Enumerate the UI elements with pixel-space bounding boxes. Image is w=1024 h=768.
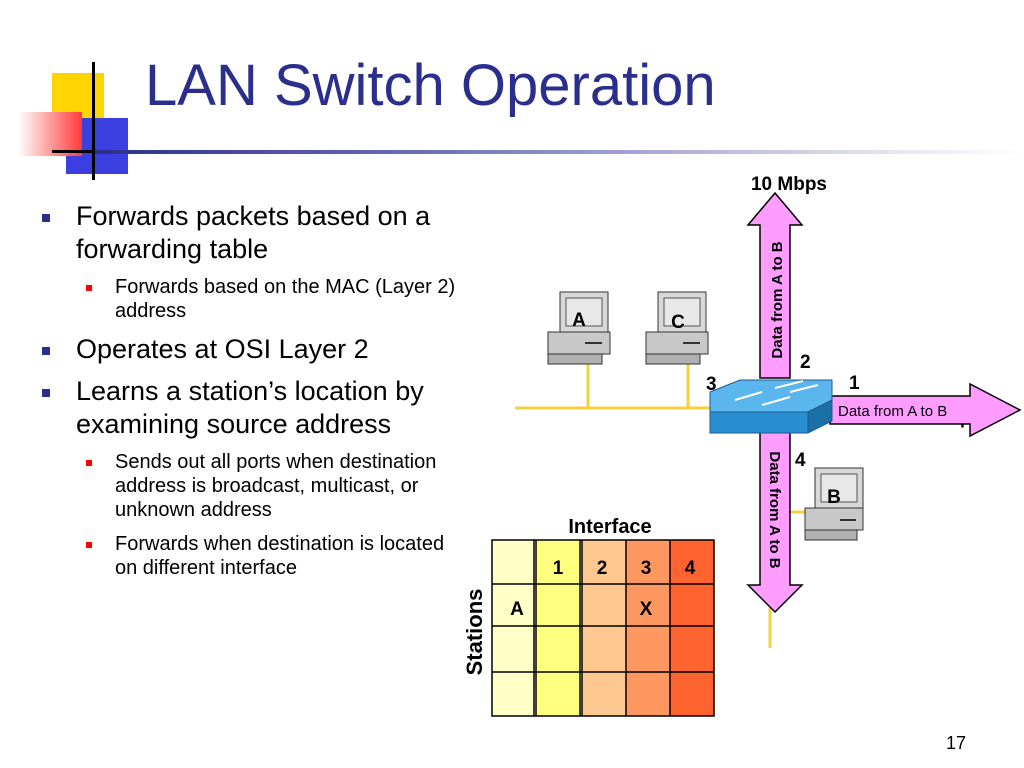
- port-2-label: 2: [800, 352, 811, 373]
- arrow-up-label: Data from A to B: [769, 241, 786, 358]
- computer-b-icon: B: [804, 467, 864, 541]
- speed-label: 10 Mbps: [751, 174, 827, 195]
- slide-title: LAN Switch Operation: [145, 53, 716, 118]
- table-header-2: 2: [597, 558, 608, 579]
- arrow-up: Data from A to B: [746, 191, 804, 379]
- subbullet-forwards-different: Forwards when destination is located on …: [38, 532, 468, 580]
- arrow-down-label: Data from A to B: [766, 451, 783, 568]
- subbullet-mac-address: Forwards based on the MAC (Layer 2) addr…: [38, 275, 468, 323]
- station-b-label: B: [827, 487, 841, 508]
- stations-label: Stations: [462, 589, 487, 676]
- arrow-down: Data from A to B: [746, 427, 804, 614]
- station-a-label: A: [572, 310, 586, 331]
- title-underline: [95, 150, 1024, 154]
- port-1-label: 1: [849, 373, 860, 394]
- table-row-a-mark: X: [640, 599, 653, 620]
- port-3-label: 3: [706, 374, 717, 395]
- table-header-4: 4: [685, 558, 696, 579]
- arrow-right-label: Data from A to B: [838, 403, 947, 420]
- table-row-a-station: A: [510, 599, 524, 620]
- bullet-learns-location: Learns a station’s location by examining…: [38, 375, 468, 441]
- interface-label: Interface: [568, 516, 651, 538]
- table-header-1: 1: [553, 558, 564, 579]
- computer-a-icon: A: [547, 291, 611, 365]
- forwarding-table: Interface Stations 1 2 3 4 A X: [462, 516, 715, 717]
- bullet-list: Forwards packets based on a forwarding t…: [38, 200, 468, 590]
- bullet-osi-layer: Operates at OSI Layer 2: [38, 333, 468, 366]
- computer-c-icon: C: [645, 291, 709, 365]
- arrow-right: Data from A to B: [829, 382, 1022, 438]
- station-c-label: C: [671, 312, 685, 333]
- subbullet-sends-all-ports: Sends out all ports when destination add…: [38, 450, 468, 522]
- port-4-label: 4: [795, 450, 806, 471]
- page-number: 17: [945, 733, 966, 753]
- bullet-forwards-packets: Forwards packets based on a forwarding t…: [38, 200, 468, 266]
- switch-icon: [709, 379, 833, 434]
- table-header-3: 3: [641, 558, 652, 579]
